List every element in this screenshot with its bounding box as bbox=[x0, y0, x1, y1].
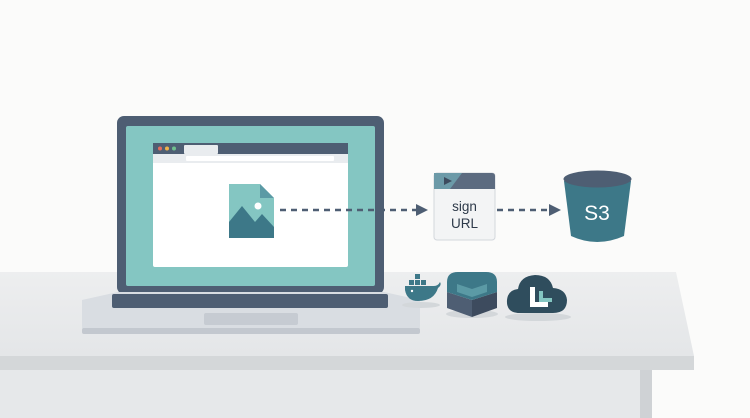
cloud-glyph-inner bbox=[539, 291, 552, 302]
laptop-trackpad bbox=[204, 313, 298, 325]
whale-eye bbox=[410, 289, 414, 293]
arrow-to-s3 bbox=[497, 204, 561, 216]
window-minimize-dot bbox=[165, 146, 169, 151]
storage-box-icon bbox=[446, 272, 498, 318]
file-corner bbox=[260, 184, 274, 198]
play-triangle-icon bbox=[444, 177, 452, 185]
window-close-dot bbox=[158, 146, 162, 151]
whale-body bbox=[405, 282, 441, 301]
browser-tab bbox=[184, 145, 218, 154]
docker-whale-icon bbox=[402, 274, 441, 308]
laptop-keyboard bbox=[112, 294, 388, 308]
bucket-label: S3 bbox=[584, 202, 610, 225]
cloud-body bbox=[506, 275, 567, 313]
arrow-head bbox=[549, 204, 561, 216]
sign-url-line1: sign bbox=[452, 199, 477, 214]
s3-bucket-icon: S3 bbox=[563, 170, 632, 242]
browser-tab-bar bbox=[153, 143, 348, 154]
window-maximize-dot bbox=[172, 146, 176, 151]
box-top bbox=[447, 272, 497, 300]
image-file-icon bbox=[229, 184, 274, 238]
box-top-highlight bbox=[457, 284, 487, 297]
mountain-shape bbox=[229, 206, 274, 238]
arrow-head bbox=[416, 204, 428, 216]
sign-url-line2: URL bbox=[451, 216, 478, 231]
bucket-body bbox=[564, 181, 631, 242]
desk-edge bbox=[0, 356, 694, 370]
desk-leg-shadow bbox=[640, 370, 652, 418]
desk-front bbox=[0, 370, 640, 418]
arrow-to-sign-url bbox=[280, 204, 428, 216]
cloud-icon bbox=[505, 275, 571, 321]
box-right-face bbox=[472, 292, 497, 317]
box-left-face bbox=[447, 292, 472, 317]
sign-url-card: sign URL bbox=[433, 172, 496, 241]
address-bar bbox=[186, 156, 334, 161]
icon-shadow bbox=[505, 313, 571, 321]
bucket-rim bbox=[563, 170, 632, 188]
laptop-base-edge bbox=[82, 328, 420, 334]
icon-shadow bbox=[402, 302, 440, 308]
sun-shape bbox=[254, 202, 262, 210]
